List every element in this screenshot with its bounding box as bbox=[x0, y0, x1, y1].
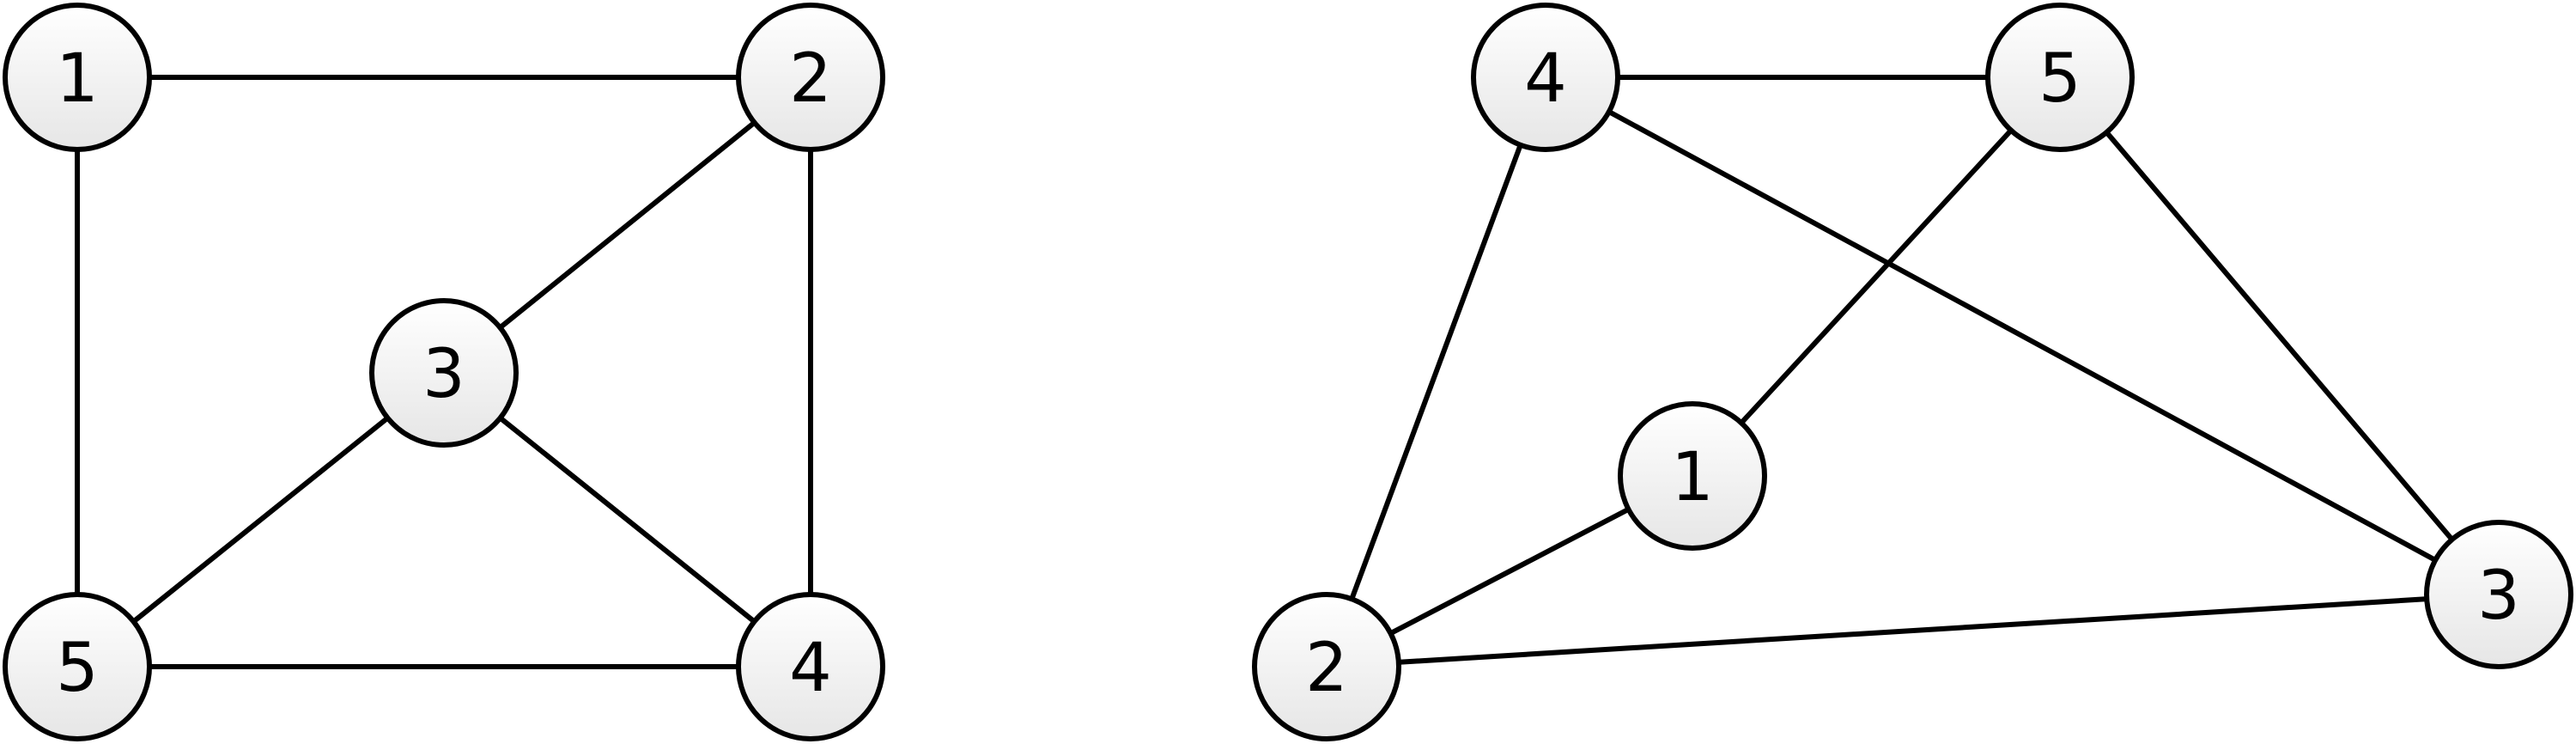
edge-5-3 bbox=[2057, 76, 2501, 596]
node-3: 3 bbox=[369, 298, 519, 448]
edge-4-2 bbox=[1324, 76, 1548, 668]
node-circle bbox=[736, 3, 885, 152]
node-label: 1 bbox=[56, 40, 99, 118]
node-2: 2 bbox=[1252, 592, 1401, 741]
node-circle bbox=[1252, 592, 1401, 741]
node-label: 2 bbox=[789, 40, 832, 118]
node-circle bbox=[3, 592, 152, 741]
edge-2-3 bbox=[442, 75, 812, 375]
node-label: 5 bbox=[2038, 40, 2081, 118]
node-label: 4 bbox=[1524, 40, 1567, 118]
node-1: 1 bbox=[1618, 401, 1767, 551]
node-circle bbox=[369, 298, 519, 448]
node-circle bbox=[1471, 3, 1620, 152]
edge-2-3 bbox=[1326, 592, 2500, 669]
node-5: 5 bbox=[1985, 3, 2135, 152]
node-2: 2 bbox=[736, 3, 885, 152]
node-circle bbox=[3, 3, 152, 152]
edge-3-4 bbox=[442, 370, 812, 669]
graph-left: 1 2 3 5 4 bbox=[3, 3, 885, 741]
node-label: 5 bbox=[56, 630, 99, 707]
node-circle bbox=[736, 592, 885, 741]
edge-layer bbox=[75, 75, 813, 669]
edge-3-5 bbox=[76, 370, 446, 669]
node-4: 4 bbox=[1471, 3, 1620, 152]
edge-4-3 bbox=[1544, 75, 2500, 597]
node-circle bbox=[1985, 3, 2135, 152]
node-circle bbox=[1618, 401, 1767, 551]
node-label: 3 bbox=[422, 336, 465, 413]
node-label: 3 bbox=[2477, 558, 2520, 635]
node-circle bbox=[2424, 520, 2573, 669]
node-4: 4 bbox=[736, 592, 885, 741]
edge-5-1 bbox=[1690, 75, 2063, 479]
node-1: 1 bbox=[3, 3, 152, 152]
edge-layer bbox=[1324, 75, 2501, 669]
node-label: 4 bbox=[789, 630, 832, 707]
graph-right: 4 5 1 2 3 bbox=[1252, 3, 2573, 741]
node-label: 2 bbox=[1305, 630, 1348, 707]
node-label: 1 bbox=[1671, 439, 1714, 516]
node-3: 3 bbox=[2424, 520, 2573, 669]
node-5: 5 bbox=[3, 592, 152, 741]
